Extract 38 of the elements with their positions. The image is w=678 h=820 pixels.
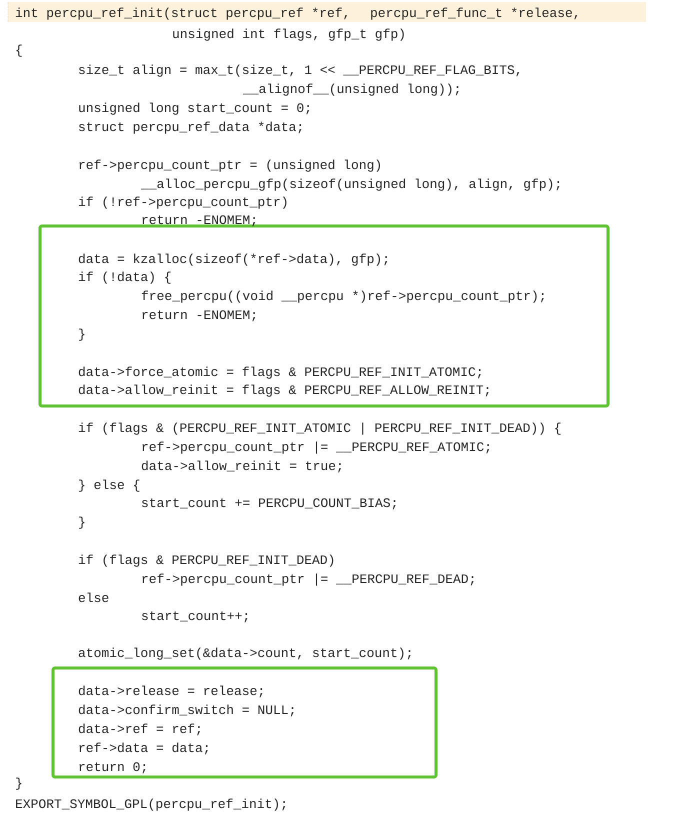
- code-line: }: [79, 328, 84, 341]
- code-line: data->force_atomic = flags & PERCPU_REF_INIT_ATOMIC;: [78, 366, 481, 379]
- code-line: EXPORT_SYMBOL_GPL(percpu_ref_init);: [16, 798, 286, 811]
- code-line: data->allow_reinit = true;: [142, 460, 341, 472]
- code-line: start_count += PERCPU_COUNT_BIAS;: [142, 498, 396, 510]
- code-line: data->allow_reinit = flags & PERCPU_REF_ALLOW_REINIT;: [78, 384, 489, 397]
- code-line: size_t align = max_t(size_t, 1 << __PERCPU_REF_FLAG_BITS,: [79, 64, 520, 77]
- code-line: data = kzalloc(sizeof(*ref->data), gfp);: [78, 254, 388, 266]
- code-line: struct percpu_ref_data *data;: [79, 122, 302, 134]
- code-line: unsigned long start_count = 0;: [79, 102, 310, 115]
- code-line: ref->percpu_count_ptr |= __PERCPU_REF_ATOMIC;: [142, 442, 490, 454]
- code-line: {: [16, 44, 22, 57]
- code-line: __alignof__(unsigned long));: [242, 84, 459, 96]
- code-line: }: [79, 516, 84, 529]
- code-line: if (flags & PERCPU_REF_INIT_DEAD): [78, 554, 334, 567]
- code-line: int percpu_ref_init(struct percpu_ref *ref,: [16, 8, 347, 20]
- code-line: ref->data = data;: [80, 742, 208, 754]
- code-line: unsigned int flags, gfp_t gfp): [173, 28, 404, 41]
- code-line: percpu_ref_func_t *release,: [371, 8, 578, 20]
- code-line: if (!ref->percpu_count_ptr): [78, 196, 286, 209]
- code-line: } else {: [79, 480, 140, 492]
- highlight-box: [52, 666, 438, 778]
- code-line: __alloc_percpu_gfp(sizeof(unsigned long), align, gfp);: [140, 178, 560, 191]
- highlight-box: [38, 224, 610, 408]
- code-line: ref->percpu_count_ptr |= __PERCPU_REF_DEAD;: [142, 574, 474, 586]
- code-line: return 0;: [80, 762, 146, 774]
- code-line: data->confirm_switch = NULL;: [78, 704, 294, 716]
- code-line: free_percpu((void __percpu *)ref->percpu_count_ptr);: [142, 290, 544, 303]
- code-line: else: [78, 592, 108, 602]
- code-line: if (!data) {: [78, 272, 171, 284]
- code-line: data->release = release;: [78, 686, 262, 698]
- code-line: return -ENOMEM;: [142, 310, 256, 322]
- code-line: return -ENOMEM;: [142, 215, 256, 226]
- code-line: }: [16, 778, 22, 790]
- code-line: data->ref = ref;: [78, 724, 200, 736]
- code-line: ref->percpu_count_ptr = (unsigned long): [80, 160, 380, 172]
- code-line: start_count++;: [142, 611, 248, 622]
- code-line: if (flags & (PERCPU_REF_INIT_ATOMIC | PERCPU_REF_INIT_DEAD)) {: [78, 422, 561, 435]
